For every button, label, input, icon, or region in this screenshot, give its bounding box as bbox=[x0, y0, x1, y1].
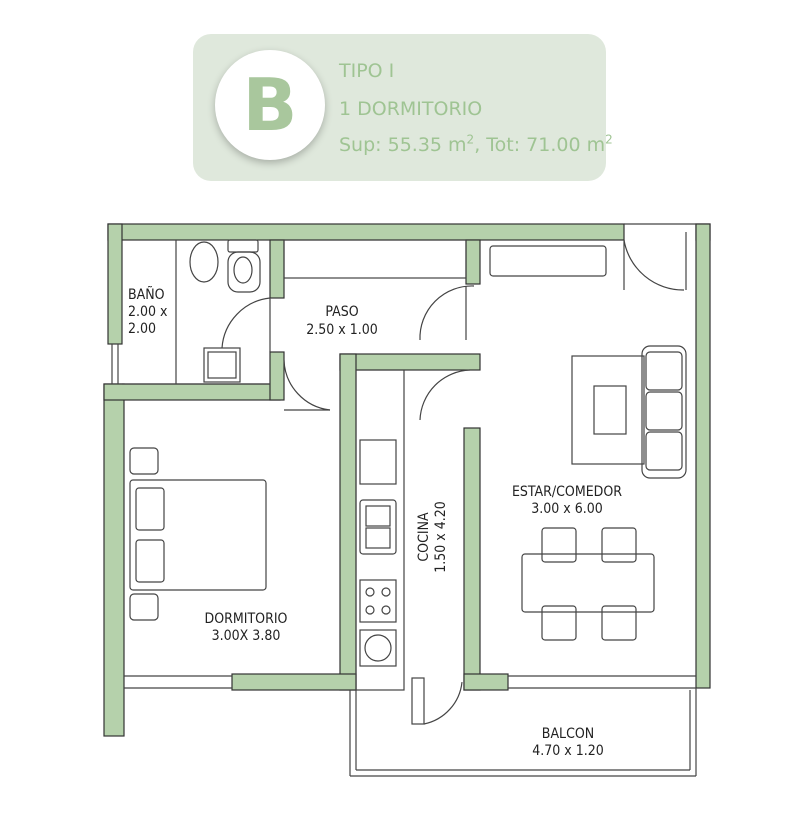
room-cocina-dim: 1.50 x 4.20 bbox=[433, 501, 449, 573]
room-estar-dim: 3.00 x 6.00 bbox=[531, 501, 603, 517]
wall-bottom-estar bbox=[463, 673, 509, 691]
unit-type: TIPO I bbox=[339, 60, 395, 82]
wall-bedroom-top bbox=[103, 383, 281, 401]
plan-lines bbox=[111, 223, 697, 777]
room-cocina: COCINA 1.50 x 4.20 bbox=[416, 501, 450, 573]
wall-kitchen-left bbox=[339, 353, 357, 691]
room-cocina-name: COCINA bbox=[416, 512, 432, 562]
room-estar-name: ESTAR/COMEDOR bbox=[511, 484, 623, 500]
wall-bedroom-left bbox=[103, 383, 125, 737]
unit-area-sup-exp: 2 bbox=[466, 132, 475, 147]
room-dormitorio-dim: 3.00X 3.80 bbox=[211, 628, 281, 644]
room-bano-name: BAÑO bbox=[128, 287, 165, 303]
unit-badge: B bbox=[215, 50, 325, 160]
wall-kitchen-right bbox=[463, 427, 481, 691]
room-paso-name: PASO bbox=[325, 304, 359, 320]
wall-right bbox=[695, 223, 711, 689]
unit-bedrooms: 1 DORMITORIO bbox=[339, 98, 483, 120]
wall-top bbox=[107, 223, 625, 241]
unit-letter: B bbox=[242, 63, 298, 147]
unit-area-total-exp: 2 bbox=[605, 132, 613, 147]
room-balcon-name: BALCON bbox=[541, 726, 595, 742]
unit-area-total: , Tot: 71.00 m bbox=[474, 134, 606, 156]
unit-area-sup: Sup: 55.35 m bbox=[339, 134, 467, 156]
unit-header: B TIPO I 1 DORMITORIO Sup: 55.35 m2, Tot… bbox=[193, 34, 613, 181]
wall-bottom-bedroom bbox=[231, 673, 357, 691]
room-bano-dim-1: 2.00 x bbox=[128, 304, 168, 320]
room-balcon-dim: 4.70 x 1.20 bbox=[532, 743, 604, 759]
wall-paso-right bbox=[465, 239, 481, 285]
walls bbox=[103, 223, 711, 737]
room-dormitorio-name: DORMITORIO bbox=[204, 611, 288, 627]
wall-kitchen-top bbox=[339, 353, 481, 371]
wall-bath-partition-low bbox=[269, 351, 285, 401]
wall-bath-partition bbox=[269, 239, 285, 299]
room-paso-dim: 2.50 x 1.00 bbox=[306, 322, 378, 338]
wall-bath-left bbox=[107, 223, 123, 345]
room-bano-dim-2: 2.00 bbox=[128, 321, 157, 337]
unit-area: Sup: 55.35 m2, Tot: 71.00 m2 bbox=[339, 134, 613, 156]
